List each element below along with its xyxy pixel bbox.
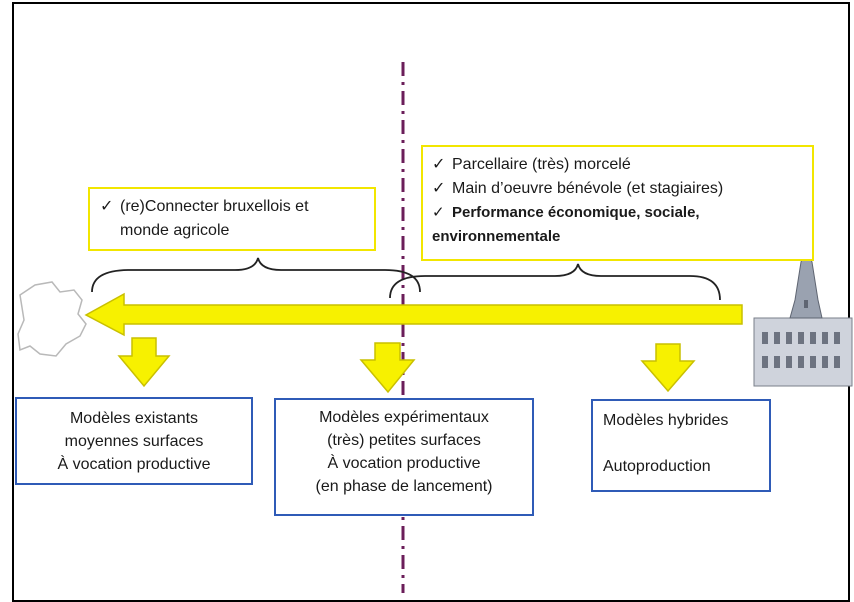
top-right-characteristics-box: ✓ Parcellaire (très) morcelé ✓ Main d’oeuv…	[421, 145, 814, 261]
checkmark-icon: ✓	[432, 156, 446, 173]
top-left-goal-box: ✓ (re)Connecter bruxellois et monde agric…	[88, 187, 376, 251]
characteristic-line-2: Main d’oeuvre bénévole (et stagiaires)	[452, 180, 724, 197]
hybrid-models-line-3: Autoproduction	[603, 458, 711, 475]
goal-text-line-1: (re)Connecter bruxellois et	[120, 198, 309, 215]
checkmark-icon: ✓	[100, 198, 114, 215]
characteristic-line-4: environnementale	[432, 228, 561, 245]
checkmark-icon: ✓	[432, 180, 446, 197]
characteristic-line-1: Parcellaire (très) morcelé	[452, 156, 631, 173]
characteristic-line-3: Performance économique, sociale,	[452, 204, 700, 221]
goal-text-line-2: monde agricole	[120, 222, 230, 239]
brace-right	[389, 263, 721, 301]
experimental-models-line-4: (en phase de lancement)	[315, 478, 493, 495]
experimental-models-line-1: Modèles expérimentaux	[319, 409, 489, 426]
hybrid-models-line-1: Modèles hybrides	[603, 412, 729, 429]
brussels-town-hall-icon	[753, 240, 853, 387]
box-hybrid-models: Modèles hybrides Autoproduction	[591, 399, 771, 492]
experimental-models-line-2: (très) petites surfaces	[327, 432, 481, 449]
box-experimental-models: Modèles expérimentaux (très) petites sur…	[274, 398, 534, 516]
box-existing-models: Modèles existants moyennes surfaces À vo…	[15, 397, 253, 485]
down-arrow-right	[640, 343, 696, 393]
belgium-map-icon	[17, 281, 87, 357]
down-arrow-middle	[359, 342, 416, 394]
existing-models-line-2: moyennes surfaces	[64, 433, 204, 450]
existing-models-line-1: Modèles existants	[69, 410, 199, 427]
experimental-models-line-3: À vocation productive	[327, 455, 481, 472]
down-arrow-left	[117, 337, 171, 388]
main-arrow	[84, 292, 743, 337]
hybrid-models-line-2	[603, 432, 759, 455]
checkmark-icon: ✓	[432, 204, 445, 221]
brace-left	[91, 257, 421, 293]
existing-models-line-3: À vocation productive	[57, 456, 211, 473]
